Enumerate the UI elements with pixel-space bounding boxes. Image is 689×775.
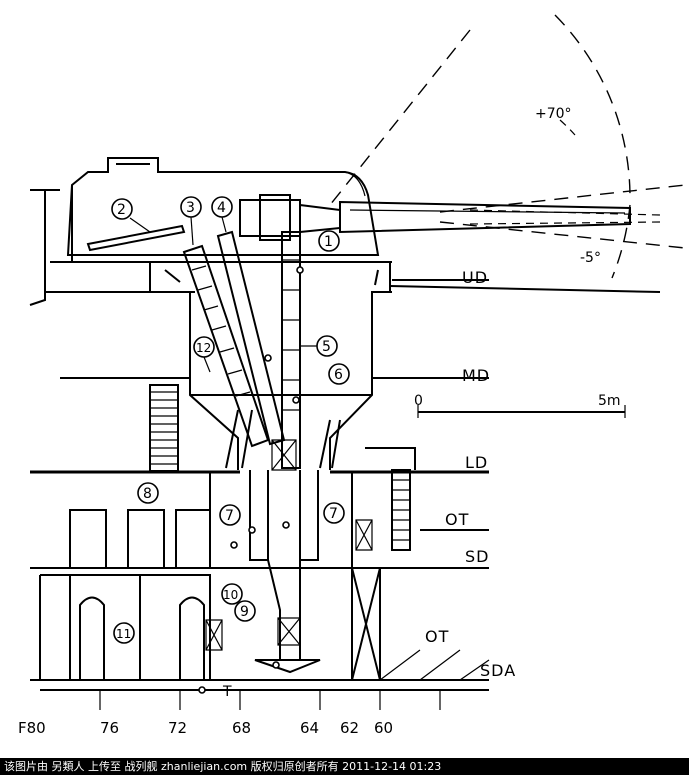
scale-bar: 0 5m bbox=[414, 393, 626, 418]
frame-label-72: 72 bbox=[168, 719, 187, 737]
fittings bbox=[198, 266, 304, 694]
barbette bbox=[149, 262, 661, 470]
svg-text:10: 10 bbox=[223, 588, 238, 602]
svg-text:11: 11 bbox=[116, 627, 131, 641]
hoists bbox=[182, 230, 341, 674]
callout-10: 10 bbox=[221, 583, 243, 605]
callout-3: 3 bbox=[180, 196, 202, 246]
deck-label-ld: LD bbox=[465, 453, 488, 472]
svg-text:7: 7 bbox=[329, 506, 338, 522]
ladder bbox=[149, 384, 411, 551]
frame-label-76: 76 bbox=[100, 719, 119, 737]
svg-text:4: 4 bbox=[217, 200, 226, 216]
lower-compartments bbox=[39, 471, 490, 710]
svg-text:1: 1 bbox=[324, 234, 333, 250]
callout-4: 4 bbox=[211, 196, 233, 233]
callout-8: 8 bbox=[137, 482, 159, 504]
turret-section-diagram: 0 5m +70° -5° UD MD LD SD SDA OT OT T 1 … bbox=[18, 14, 686, 737]
svg-text:6: 6 bbox=[334, 367, 343, 383]
svg-text:2: 2 bbox=[117, 202, 126, 218]
tank-label-ot-upper: OT bbox=[445, 510, 469, 529]
elevation-arc bbox=[329, 14, 686, 279]
footer-watermark: 该图片由 另類人 上传至 战列舰 zhanliejian.com 版权归原创者所… bbox=[0, 758, 689, 775]
scale-start-label: 0 bbox=[414, 393, 423, 409]
svg-text:3: 3 bbox=[186, 200, 195, 216]
callout-12: 12 bbox=[193, 336, 215, 373]
svg-text:9: 9 bbox=[240, 604, 249, 620]
deck-label-sd: SD bbox=[465, 547, 489, 566]
deck-label-sda: SDA bbox=[480, 661, 516, 680]
svg-text:12: 12 bbox=[196, 341, 211, 355]
turret-housing bbox=[50, 157, 392, 263]
scale-end-label: 5m bbox=[598, 393, 621, 409]
deck-label-ud: UD bbox=[462, 268, 488, 287]
turret-cross-section-drawing: 0 5m +70° -5° UD MD LD SD SDA OT OT T 1 … bbox=[18, 14, 686, 737]
svg-text:8: 8 bbox=[143, 486, 152, 502]
tank-label-ot-lower: OT bbox=[425, 627, 449, 646]
depression-label: -5° bbox=[580, 250, 601, 266]
callout-11: 11 bbox=[113, 622, 135, 644]
frame-label-f80: F80 bbox=[18, 719, 46, 737]
callout-6: 6 bbox=[328, 363, 350, 385]
callout-9: 9 bbox=[234, 600, 256, 622]
frame-label-62: 62 bbox=[340, 719, 359, 737]
gun-barrel bbox=[239, 194, 631, 241]
svg-text:5: 5 bbox=[322, 339, 331, 355]
deck-label-md: MD bbox=[462, 366, 490, 385]
frame-label-68: 68 bbox=[232, 719, 251, 737]
deck-lines bbox=[30, 377, 489, 691]
svg-text:7: 7 bbox=[225, 508, 234, 524]
callout-7-right: 7 bbox=[323, 502, 345, 524]
tank-label-t: T bbox=[222, 684, 232, 700]
callout-5: 5 bbox=[300, 335, 338, 357]
elevation-label: +70° bbox=[535, 106, 572, 122]
frame-label-60: 60 bbox=[374, 719, 393, 737]
callout-1: 1 bbox=[318, 230, 340, 252]
frame-label-64: 64 bbox=[300, 719, 319, 737]
callout-7-left: 7 bbox=[219, 504, 241, 526]
callout-2: 2 bbox=[111, 198, 151, 233]
